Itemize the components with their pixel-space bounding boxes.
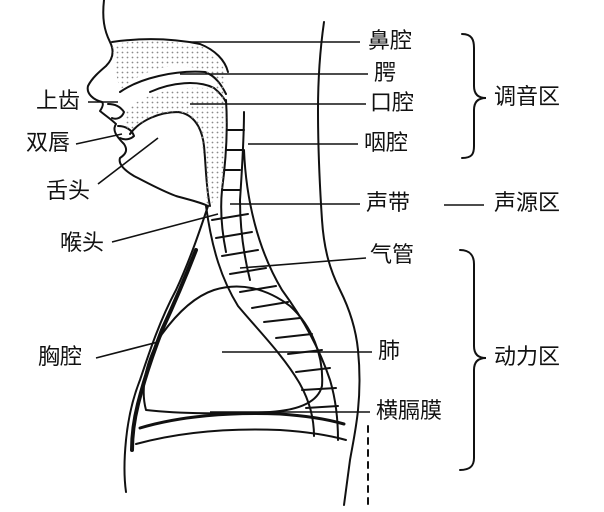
region-articulation: 调音区 [494,85,561,110]
label-larynx: 喉头 [60,231,105,256]
region-voice-source: 声源区 [494,191,561,216]
label-oral-cavity: 口腔 [370,91,415,116]
label-pharynx: 咽腔 [364,131,409,156]
abdomen-line [135,428,347,445]
articulation-brace [461,33,487,159]
label-lung: 肺 [378,339,401,364]
chest-wall [123,205,209,493]
pointer-tongue [97,137,159,185]
label-upper-teeth: 上齿 [36,89,81,114]
region-power: 动力区 [494,345,561,370]
airway-stipple [112,41,227,206]
chest-wall-thick [130,248,198,452]
label-tongue: 舌头 [46,179,91,204]
pointer-trachea [239,257,367,269]
pharynx-wall-inner [239,111,251,281]
vertebrae [211,213,339,409]
spine-back [243,149,339,441]
label-nasal-cavity: 鼻腔 [368,29,413,54]
label-thoracic-cavity: 胸腔 [38,345,83,370]
neck-back-outline [317,21,361,506]
power-brace [459,249,487,471]
lower-lip-shape [117,125,135,141]
label-trachea: 气管 [370,243,415,268]
pointer-larynx [111,213,219,243]
pointer-thoracic [95,341,159,359]
label-palate: 腭 [374,61,397,86]
nasal-cavity-outline [111,38,229,73]
label-vocal-cords: 声带 [366,191,411,216]
spine-front [205,205,315,437]
diaphragm-outline [138,412,346,430]
upper-teeth-shape [107,103,125,120]
face-profile [86,0,209,207]
label-lips: 双唇 [26,131,71,156]
trachea-rings [221,129,245,191]
pointer-lips [75,133,123,145]
lung-outline [142,285,324,415]
label-diaphragm: 横膈膜 [376,399,443,424]
